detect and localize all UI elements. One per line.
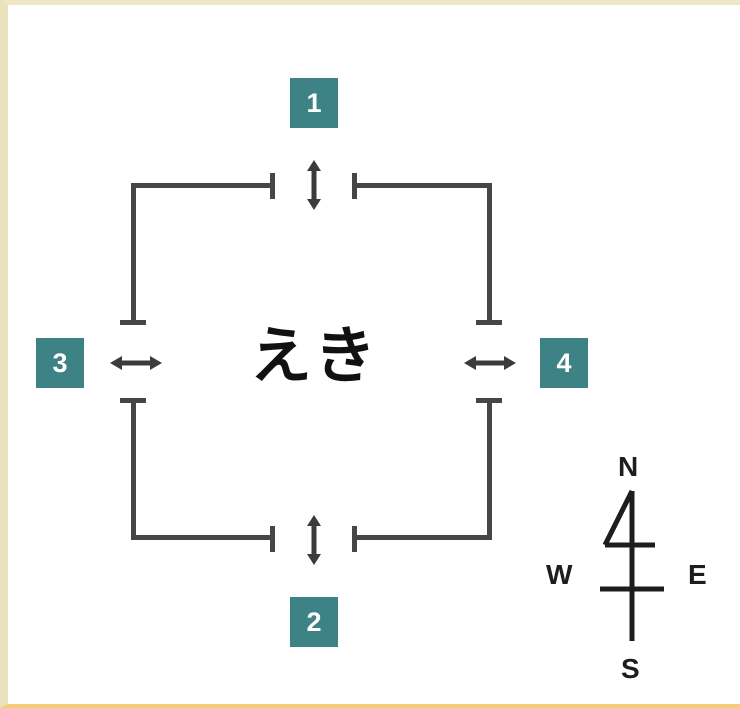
compass-label-east: E — [688, 559, 707, 590]
exit-badge-2-label: 2 — [306, 606, 322, 637]
west-gap-arrow-icon — [110, 356, 162, 370]
compass-label-north: N — [618, 451, 639, 482]
compass-label-west: W — [546, 559, 573, 590]
wall-right-lower-vertical — [487, 398, 492, 540]
compass-rose: N S W E — [538, 445, 718, 685]
exit-badge-4[interactable]: 4 — [540, 338, 588, 388]
exit-badge-1-label: 1 — [306, 87, 322, 118]
wall-left-lower-vertical — [131, 398, 136, 540]
wall-left-upper-vertical — [131, 183, 136, 325]
wall-cap-left-upper-end — [120, 320, 146, 325]
wall-cap-bottom-left-end — [270, 526, 275, 552]
wall-right-upper-vertical — [487, 183, 492, 325]
exit-badge-3-label: 3 — [52, 347, 68, 378]
east-gap-arrow-icon — [464, 356, 516, 370]
wall-cap-right-upper-end — [476, 320, 502, 325]
wall-top-left-horizontal — [131, 183, 275, 188]
compass-needle-icon — [600, 489, 664, 641]
wall-cap-top-left-end — [270, 173, 275, 199]
exit-badge-1[interactable]: 1 — [290, 78, 338, 128]
north-gap-arrow-icon — [307, 160, 321, 210]
wall-cap-bottom-right-end — [352, 526, 357, 552]
wall-bottom-left-horizontal — [131, 535, 275, 540]
compass-label-south: S — [621, 653, 640, 684]
exit-badge-4-label: 4 — [556, 347, 572, 378]
south-gap-arrow-icon — [307, 515, 321, 565]
exit-badge-3[interactable]: 3 — [36, 338, 84, 388]
station-layout: えき 1 2 3 4 — [8, 5, 740, 704]
wall-top-right-horizontal — [352, 183, 492, 188]
exit-badge-2[interactable]: 2 — [290, 597, 338, 647]
station-name-label: えき — [249, 319, 381, 392]
wall-bottom-right-horizontal — [352, 535, 492, 540]
